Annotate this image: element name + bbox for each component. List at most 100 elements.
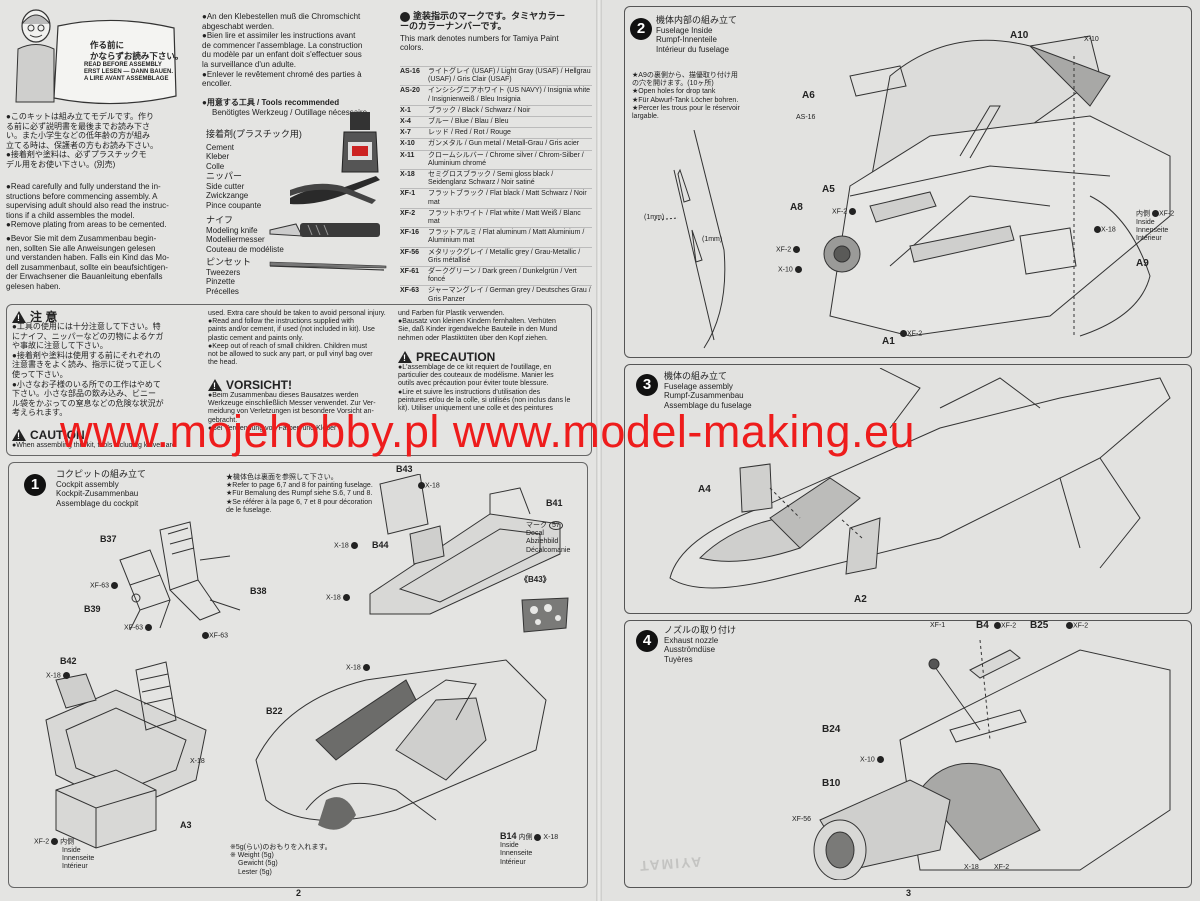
intro-text-jp: ●このキットは組み立てモデルです。作りる前に必ず説明書を最後までお読み下さい。ま…: [6, 112, 158, 169]
paint-code: XF-1: [400, 190, 416, 198]
step3-box: [624, 364, 1192, 614]
paint-row: XF-61 ダークグリーン / Dark green / Dunkelgrün /…: [400, 266, 592, 285]
precaution-heading: PRECAUTION: [398, 348, 495, 366]
paint-code: X-7: [400, 129, 411, 137]
paint-row: X-4 ブルー / Blue / Blau / Bleu: [400, 116, 592, 127]
step4-number: 4: [636, 630, 658, 652]
paint-code: XF-61: [400, 268, 420, 276]
paint-x18-b: X-18: [190, 758, 205, 765]
step1-number: 1: [24, 474, 46, 496]
modeler-illustration: [15, 9, 55, 103]
paint-name: ブラック / Black / Schwarz / Noir: [428, 106, 531, 114]
paint-name: ブルー / Blue / Blau / Bleu: [428, 118, 509, 126]
label-b25: B25: [1030, 620, 1049, 631]
paint-name: ジャーマングレイ / German grey / Deutsches Grau …: [428, 287, 591, 303]
tools-subtitle: Benötigtes Werkzeug / Outillage nécessai…: [212, 108, 368, 117]
paint-code: XF-16: [400, 229, 420, 237]
intro-badge-jp: 作る前に かならずお読み下さい。: [90, 40, 184, 61]
label-b42: B42: [60, 656, 77, 666]
paint-x10-b: X-10: [778, 266, 802, 273]
label-b38: B38: [250, 586, 267, 596]
paint-name: ガンメタル / Gun metal / Metall-Grau / Gris a…: [428, 140, 580, 148]
paint-code: X-1: [400, 106, 411, 114]
paint-row: XF-16 フラットアルミ / Flat aluminum / Matt Alum…: [400, 227, 592, 246]
paint-xf2-a4: XF-2: [992, 622, 1016, 629]
caution-en-heading: CAUTION: [12, 426, 85, 444]
page-gutter: [596, 0, 602, 901]
caution-col2-text: used. Extra care should be taken to avoi…: [208, 310, 386, 367]
modeling-knife-icon: [269, 223, 380, 237]
paint-code: X-4: [400, 118, 411, 126]
paint-x18-c: X-18: [416, 482, 440, 489]
step4-box: [624, 620, 1192, 888]
drop-tank-holes-drawing: [653, 130, 726, 349]
paint-mark-icon: [400, 12, 410, 22]
paint-name: クロームシルバー / Chrome silver / Chrom-Silber …: [428, 151, 584, 167]
paint-x18-a: X-18: [46, 672, 70, 679]
wing-interior-drawing: [823, 35, 1171, 337]
paint-header: 塗装指示のマークです。タミヤカラー ーのカラーナンバーです。 This mark…: [400, 11, 566, 53]
paint-name: フラットブラック / Flat black / Matt Schwarz / N…: [428, 190, 587, 206]
paint-name: レッド / Red / Rot / Rouge: [428, 129, 511, 137]
paint-code: X-10: [400, 140, 415, 148]
step2-box: [624, 6, 1192, 358]
paint-name: ライトグレイ (USAF) / Light Gray (USAF) / Hell…: [428, 68, 591, 84]
paint-x10-a: X-10: [1084, 36, 1099, 43]
paint-xf2-d: XF-2: [898, 330, 922, 337]
paint-x18-e: X-18: [326, 594, 350, 601]
paint-x18-f: X-18: [346, 664, 370, 671]
intro-badge-en: READ BEFORE ASSEMBLY ERST LESEN — DANN B…: [84, 62, 174, 82]
paint-xf2-c4: XF-2: [994, 864, 1010, 871]
paint-xf2-b4: XF-2: [1064, 622, 1088, 629]
label-a5: A5: [822, 184, 835, 195]
cement-bottle-icon: [341, 112, 379, 173]
decal-part-ref: 《B43》: [520, 575, 551, 584]
label-a4: A4: [698, 484, 711, 495]
vorsicht-text: ●Beim Zusammenbau dieses Bausatzes werde…: [208, 392, 376, 432]
caution-jp-heading: 注 意: [12, 308, 57, 326]
paint-name: フラットホワイト / Flat white / Matt Weiß / Blan…: [428, 209, 581, 226]
tweezers-icon: [269, 261, 387, 271]
step1-note: ★機体色は裏面を参照して下さい。★Refer to page 6,7 and 8…: [226, 474, 373, 514]
watermark-text: www.mojehobby.pl www.model-making.eu: [60, 406, 916, 457]
paint-xf1: XF-1: [930, 622, 946, 629]
paint-xf2-b: XF-2: [776, 246, 801, 253]
paint-code: X-11: [400, 151, 415, 159]
paint-row: X-10 ガンメタル / Gun metal / Metall-Grau / Gr…: [400, 138, 592, 149]
step2-note: ★A9の裏側から、描優取り付け用の穴を開けます。(10ヶ所)★Open hole…: [632, 72, 740, 121]
chrome-text: ●An den Klebestellen muß die Chromschich…: [202, 12, 363, 89]
paint-name: メタリックグレイ / Metallic grey / Grau-Metallic…: [428, 248, 581, 264]
label-a9: A9: [1136, 258, 1149, 269]
label-a1: A1: [882, 336, 895, 347]
label-b22: B22: [266, 706, 283, 716]
warning-icon: [12, 428, 26, 441]
paint-code: X-18: [400, 171, 415, 179]
paint-row: X-1 ブラック / Black / Schwarz / Noir: [400, 104, 592, 116]
paint-x18-4: X-18: [964, 864, 979, 871]
caution-en-text: ●When assembling this kit, tools includi…: [12, 442, 176, 449]
paint-xf63-c: XF-63: [200, 632, 228, 639]
paint-row: X-7 レッド / Red / Rot / Rouge: [400, 127, 592, 138]
paint-name: インシシグニアホワイト (US NAVY) / Insignia white /…: [428, 87, 591, 103]
paint-name: ダークグリーン / Dark green / Dunkelgrün / Vert…: [428, 268, 577, 284]
paint-x10-4: X-10: [860, 756, 884, 763]
paint-name: フラットアルミ / Flat aluminum / Matt Aluminium…: [428, 229, 585, 245]
caution-box: [6, 304, 592, 456]
paint-xf2-a: XF-2: [832, 208, 857, 215]
paint-x18-d: X-18: [334, 542, 358, 549]
paint-xf63-b: XF-63: [124, 624, 153, 631]
